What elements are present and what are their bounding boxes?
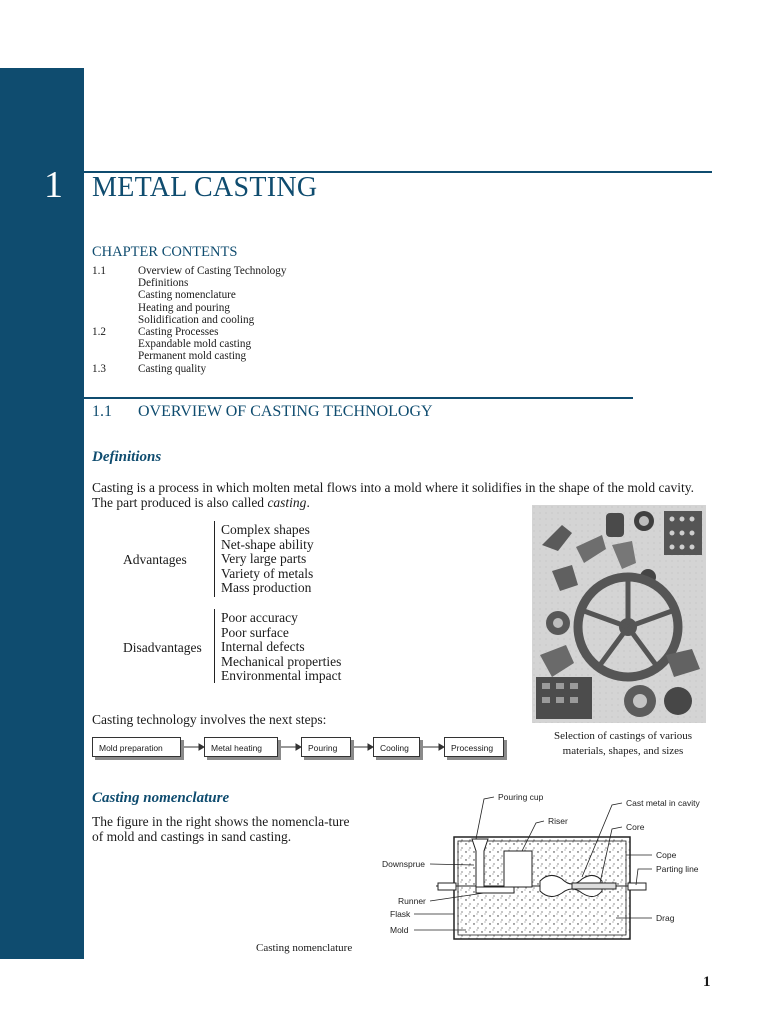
list-item: Complex shapes: [221, 522, 310, 537]
list-item: Very large parts: [221, 551, 307, 567]
list-item: Mechanical properties: [221, 653, 342, 669]
toc-item: Definitions: [138, 277, 189, 290]
definitions-heading: Definitions: [92, 449, 162, 465]
page-number: 1: [703, 974, 711, 990]
label-mold: Mold: [390, 925, 409, 935]
section-rule: [84, 397, 633, 399]
nomenclature-paragraph: The figure in the right shows the nomenc…: [92, 814, 350, 844]
label-parting-line: Parting line: [656, 864, 699, 874]
definitions-paragraph: Casting is a process in which molten met…: [92, 480, 695, 510]
disadvantages-list: Poor accuracy Poor surface Internal defe…: [221, 610, 342, 684]
chapter-number: 1: [44, 164, 63, 206]
label-cast-metal: Cast metal in cavity: [626, 798, 700, 808]
cast-metal-shape: [539, 875, 603, 897]
disadvantages-bracket: [214, 609, 215, 683]
steps-intro: Casting technology involves the next ste…: [92, 712, 327, 727]
nomenclature-heading: Casting nomenclature: [92, 790, 230, 806]
label-pouring-cup: Pouring cup: [498, 792, 544, 802]
toc-item: Solidification and cooling: [138, 313, 255, 326]
advantages-label: Advantages: [123, 552, 187, 567]
chapter-sidebar: [0, 68, 84, 959]
photo-caption: Selection of castings of various materia…: [553, 730, 693, 757]
step-processing: Processing: [444, 737, 504, 757]
nomenclature-diagram: Pouring cup Cast metal in cavity Riser C…: [382, 792, 700, 940]
toc-item: Expandable mold casting: [138, 338, 252, 351]
label-cope: Cope: [656, 850, 677, 860]
label-flask: Flask: [390, 909, 411, 919]
list-item: Internal defects: [221, 639, 305, 655]
label-runner: Runner: [398, 896, 426, 906]
step-cooling: Cooling: [373, 737, 420, 757]
toc-item: Permanent mold casting: [138, 350, 247, 363]
toc-item: Casting nomenclature: [138, 289, 236, 302]
castings-photo: [532, 505, 706, 723]
chapter-title: METAL CASTING: [92, 172, 318, 203]
section-title: OVERVIEW OF CASTING TECHNOLOGY: [138, 403, 433, 420]
riser-shape: [503, 850, 533, 888]
disadvantages-label: Disadvantages: [123, 640, 202, 655]
label-riser: Riser: [548, 816, 568, 826]
toc-item: Heating and pouring: [138, 301, 230, 314]
contents-heading: CHAPTER CONTENTS: [92, 244, 238, 260]
core-shape: [571, 882, 617, 890]
list-item: Environmental impact: [221, 668, 342, 684]
label-core: Core: [626, 822, 645, 832]
list-item: Net-shape ability: [221, 536, 314, 552]
title-rule: [84, 171, 712, 173]
list-item: Poor surface: [221, 624, 289, 640]
section-number: 1.1: [92, 403, 112, 420]
label-drag: Drag: [656, 913, 675, 923]
advantages-bracket: [214, 521, 215, 597]
step-mold-preparation: Mold preparation: [92, 737, 181, 757]
label-downsprue: Downsprue: [382, 859, 425, 869]
list-item: Variety of metals: [221, 565, 314, 581]
runner-shape: [475, 886, 515, 894]
list-item: Poor accuracy: [221, 610, 298, 625]
figure-caption: Casting nomenclature: [256, 942, 353, 954]
list-item: Mass production: [221, 580, 312, 596]
advantages-list: Complex shapes Net-shape ability Very la…: [221, 522, 314, 596]
